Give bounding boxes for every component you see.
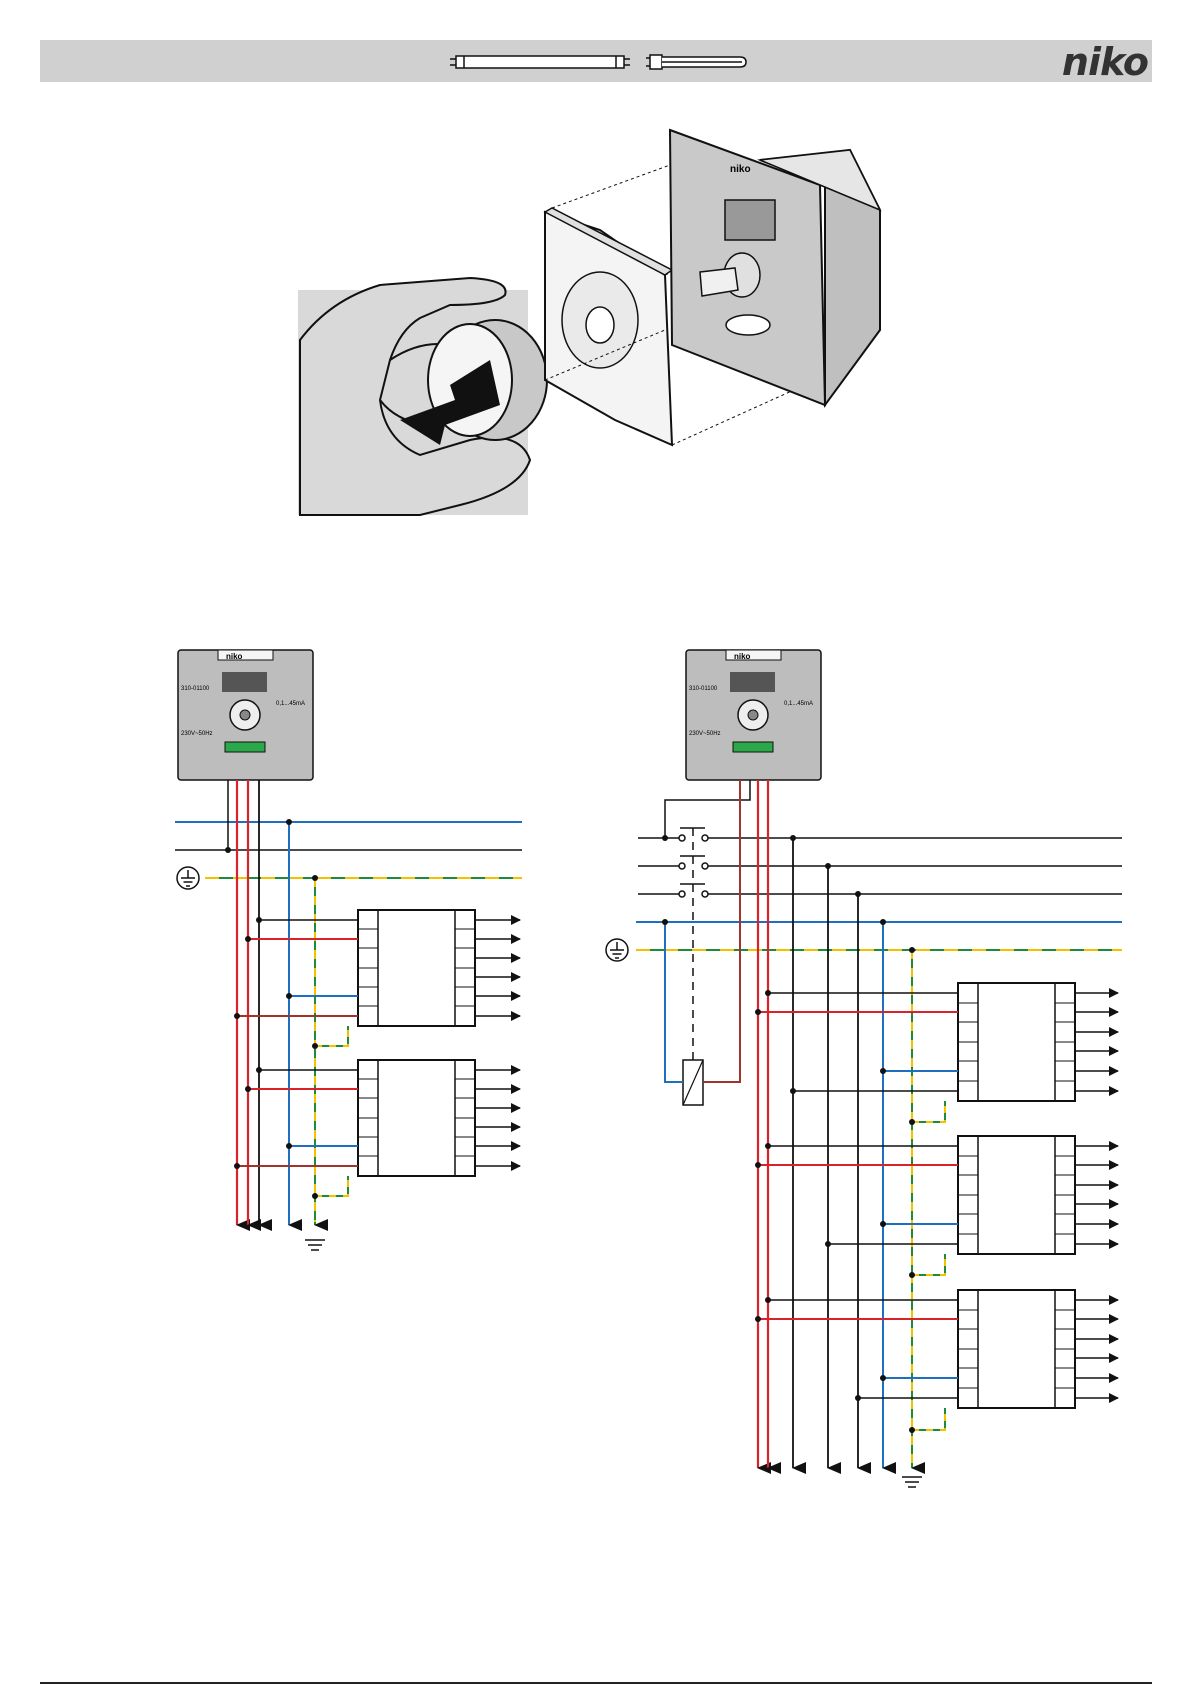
left-module-model: 310-01100 bbox=[181, 686, 210, 692]
right-module-brand: niko bbox=[734, 652, 751, 661]
left-ground-icon bbox=[305, 1240, 325, 1250]
right-earth-symbol-icon bbox=[606, 939, 628, 961]
footer-rule bbox=[40, 1682, 1152, 1684]
dimmer-installation-illustration: niko bbox=[298, 130, 880, 515]
left-ballast-2 bbox=[234, 1060, 520, 1199]
right-ballast-1 bbox=[755, 983, 1118, 1125]
contactor-coil bbox=[683, 1060, 703, 1105]
right-module-rating-voltage: 230V~50Hz bbox=[689, 731, 721, 737]
right-wiring-diagram: niko 310-01100 230V~50Hz 0,1...45mA bbox=[606, 650, 1122, 1487]
mechanism-brand-label: niko bbox=[730, 164, 751, 175]
right-module-rating-current: 0,1...45mA bbox=[784, 701, 813, 707]
left-earth-symbol-icon bbox=[177, 867, 199, 889]
contactor-switch bbox=[638, 828, 708, 1060]
right-module-model: 310-01100 bbox=[689, 686, 718, 692]
dimmer-mechanism: niko bbox=[670, 130, 880, 405]
right-ballast-3 bbox=[755, 1290, 1118, 1433]
left-module-rating-current: 0,1...45mA bbox=[276, 701, 305, 707]
right-ballast-2 bbox=[755, 1136, 1118, 1278]
left-ballast-1 bbox=[234, 910, 520, 1049]
left-wiring-diagram: niko 310-01100 230V~50Hz 0,1...45mA bbox=[175, 650, 522, 1250]
left-module-rating-voltage: 230V~50Hz bbox=[181, 731, 213, 737]
right-dimmer-module: niko 310-01100 230V~50Hz 0,1...45mA bbox=[686, 650, 821, 780]
cover-plate bbox=[545, 208, 672, 445]
left-dimmer-module: niko 310-01100 230V~50Hz 0,1...45mA bbox=[178, 650, 313, 780]
left-module-brand: niko bbox=[226, 652, 243, 661]
right-ground-icon bbox=[902, 1477, 922, 1487]
